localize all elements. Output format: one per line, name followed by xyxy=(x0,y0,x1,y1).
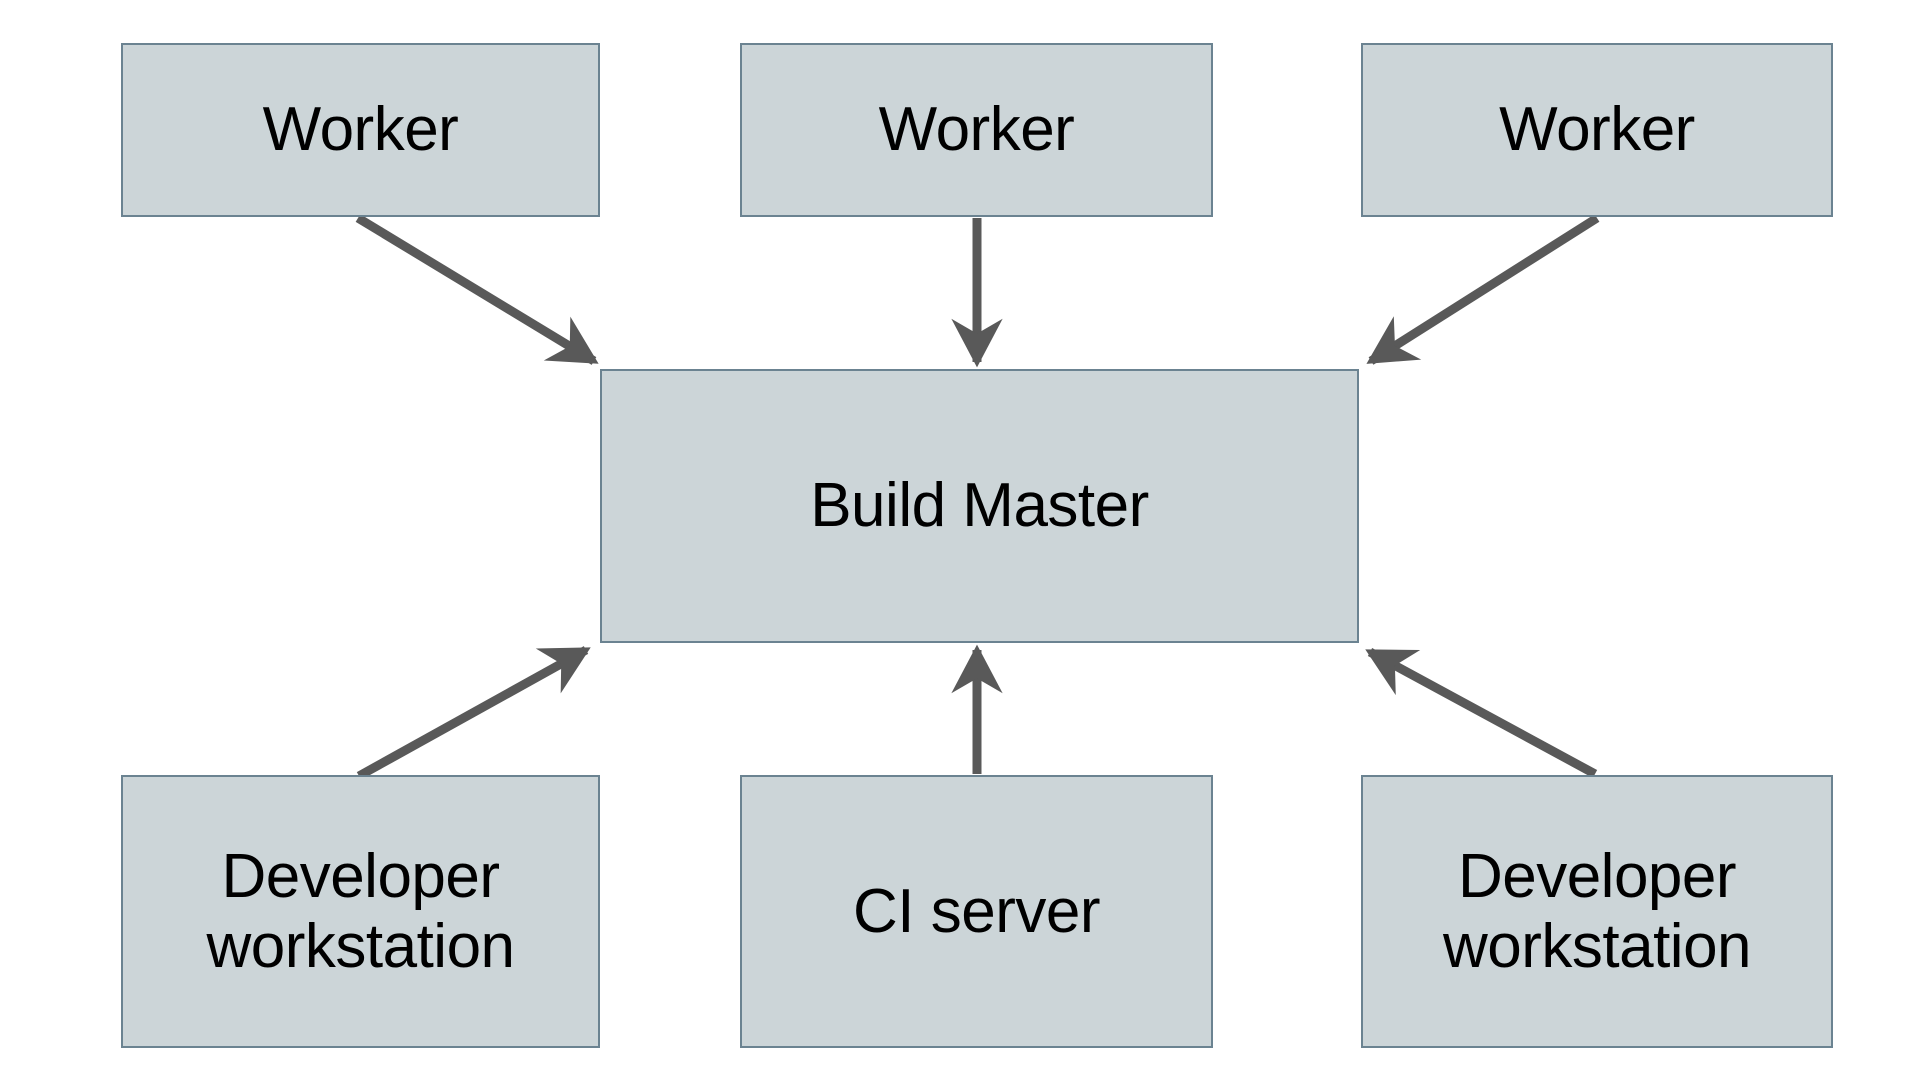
edge-worker1-to-master xyxy=(355,214,599,365)
node-worker-3[interactable]: Worker xyxy=(1361,43,1833,217)
node-developer-workstation-left-label: Developer workstation xyxy=(206,842,515,981)
node-developer-workstation-left[interactable]: Developer workstation xyxy=(121,775,600,1048)
edge-worker3-to-master xyxy=(1366,214,1600,365)
node-worker-3-label: Worker xyxy=(1499,95,1695,165)
edge-devleft-to-master xyxy=(356,646,591,780)
node-developer-workstation-right-label: Developer workstation xyxy=(1442,842,1752,981)
node-ci-server[interactable]: CI server xyxy=(740,775,1213,1048)
node-build-master[interactable]: Build Master xyxy=(600,369,1359,643)
node-worker-2[interactable]: Worker xyxy=(740,43,1213,217)
node-ci-server-label: CI server xyxy=(853,876,1100,946)
node-worker-1-label: Worker xyxy=(262,95,459,165)
node-build-master-label: Build Master xyxy=(810,471,1149,541)
node-worker-1[interactable]: Worker xyxy=(121,43,600,217)
edge-devright-to-master xyxy=(1365,648,1598,778)
node-worker-2-label: Worker xyxy=(878,95,1075,165)
node-developer-workstation-right[interactable]: Developer workstation xyxy=(1361,775,1833,1048)
